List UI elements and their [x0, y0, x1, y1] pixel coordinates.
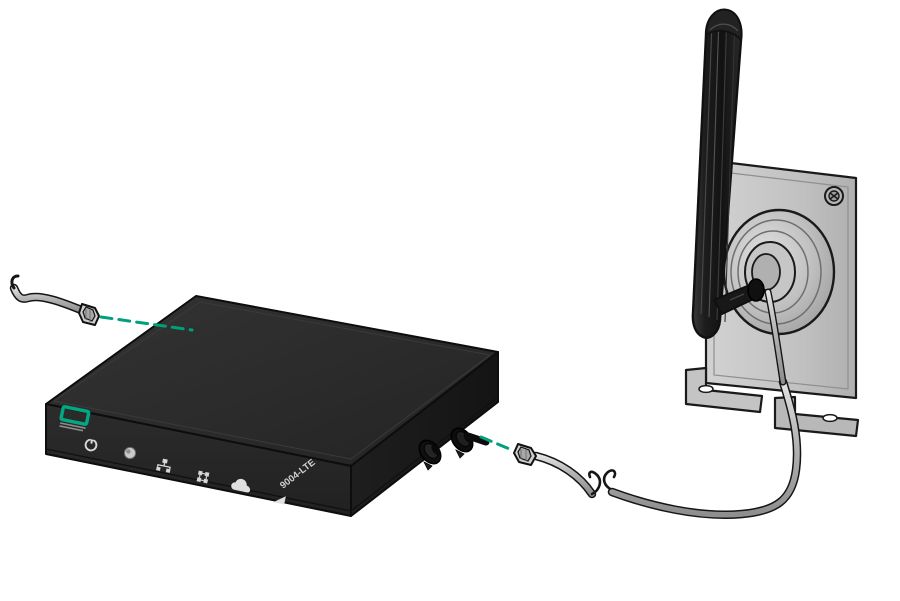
cloud-icon — [231, 478, 251, 493]
alignment-line-top — [99, 315, 194, 332]
port-label-aux — [423, 461, 433, 471]
status-led-icon — [123, 446, 137, 460]
bracket-foot-hole-left — [698, 384, 714, 394]
sma-connector-left — [78, 303, 100, 326]
bracket-foot-hole-right — [822, 413, 838, 423]
mesh-grid-icon — [196, 470, 210, 484]
swivel-hub — [722, 208, 836, 336]
sma-port-aux — [418, 439, 442, 471]
bracket-foot-left — [684, 366, 764, 414]
sma-port-main — [450, 427, 490, 459]
device-top-bevel — [52, 301, 492, 460]
hpe-logo — [59, 405, 91, 432]
device-right-face — [350, 351, 499, 517]
signal-bars-icon — [273, 496, 286, 505]
antenna-cable-left — [9, 274, 100, 326]
bracket-screw-top — [824, 186, 844, 206]
network-tree-icon — [156, 458, 171, 473]
gateway-device: 9004-LTE — [45, 295, 499, 517]
paddle-antenna — [691, 8, 743, 339]
hpe-logo-mark — [59, 405, 91, 426]
antenna-hinge-connector — [713, 278, 765, 315]
port-label-main — [455, 449, 465, 459]
alignment-line-side — [479, 435, 514, 452]
sma-connector-right — [513, 443, 537, 466]
antenna-tip — [705, 8, 743, 43]
hpe-wordmark — [59, 422, 86, 432]
power-icon — [84, 436, 98, 452]
cable-break-symbol — [588, 469, 617, 496]
antenna-cable-right — [513, 288, 802, 519]
